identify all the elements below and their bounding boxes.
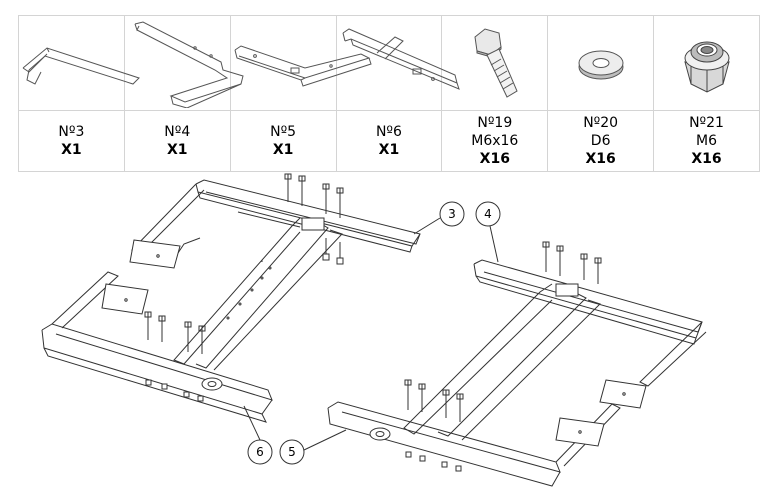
part-19-label: Nº19 M6x16 X16 [441, 110, 549, 172]
part-number: Nº6 [375, 124, 402, 140]
part-20-image [547, 15, 655, 111]
right-frame-assembly [327, 241, 707, 487]
part-number: Nº21 [689, 115, 724, 131]
part-19-image [441, 15, 549, 111]
part-number: Nº20 [583, 115, 619, 131]
callout-3-label: 3 [448, 207, 456, 221]
right-upper-bolts [542, 241, 602, 284]
lock-nut-icon [683, 41, 730, 93]
part-number: Nº3 [58, 124, 85, 140]
callout-6 [243, 405, 273, 465]
part-quantity: X16 [691, 151, 722, 167]
part-quantity: X1 [272, 142, 294, 158]
part-quantity: X16 [585, 151, 616, 167]
left-frame-assembly [41, 173, 421, 423]
left-upper-bolts [284, 173, 344, 265]
part-3-label: Nº3 X1 [18, 110, 125, 172]
frame-bar-3-icon [22, 47, 140, 85]
part-number: Nº5 [270, 124, 297, 140]
parts-label-row: Nº3 X1 Nº4 X1 Nº5 X1 Nº6 X1 Nº19 M6x16 X… [18, 110, 760, 172]
callout-5-label: 5 [288, 445, 296, 459]
callout-6-label: 6 [256, 445, 264, 459]
part-number: Nº4 [164, 124, 191, 140]
assembly-diagram: 3 4 6 5 [41, 173, 707, 487]
part-5-label: Nº5 X1 [229, 110, 337, 172]
part-spec: D6 [590, 133, 611, 149]
parts-image-row [18, 15, 760, 111]
parts-table: Nº3 X1 Nº4 X1 Nº5 X1 Nº6 X1 Nº19 M6x16 X… [18, 15, 760, 172]
part-5-image [229, 15, 372, 111]
callout-5 [279, 429, 347, 465]
part-quantity: X1 [166, 142, 188, 158]
part-spec: M6x16 [471, 133, 519, 149]
part-20-label: Nº20 D6 X16 [547, 110, 655, 172]
part-number: Nº19 [477, 115, 513, 131]
part-spec: M6 [696, 133, 718, 149]
callout-4-label: 4 [484, 207, 492, 221]
part-21-label: Nº21 M6 X16 [653, 110, 760, 172]
part-4-label: Nº4 X1 [123, 110, 231, 172]
washer-icon [578, 50, 624, 80]
left-front-bolts [144, 311, 206, 402]
part-4-image [123, 15, 244, 111]
part-3-image [18, 15, 140, 111]
part-6-label: Nº6 X1 [335, 110, 443, 172]
right-front-bolts [404, 379, 464, 472]
frame-bar-6-icon [342, 28, 460, 90]
part-quantity: X16 [479, 151, 510, 167]
part-quantity: X1 [61, 142, 82, 158]
bolt-icon [474, 28, 518, 98]
part-quantity: X1 [378, 142, 400, 158]
frame-bar-4-icon [134, 21, 244, 108]
part-21-image [653, 15, 760, 111]
frame-bar-5-icon [234, 45, 372, 87]
callout-4 [475, 201, 501, 263]
callout-3 [413, 201, 465, 235]
